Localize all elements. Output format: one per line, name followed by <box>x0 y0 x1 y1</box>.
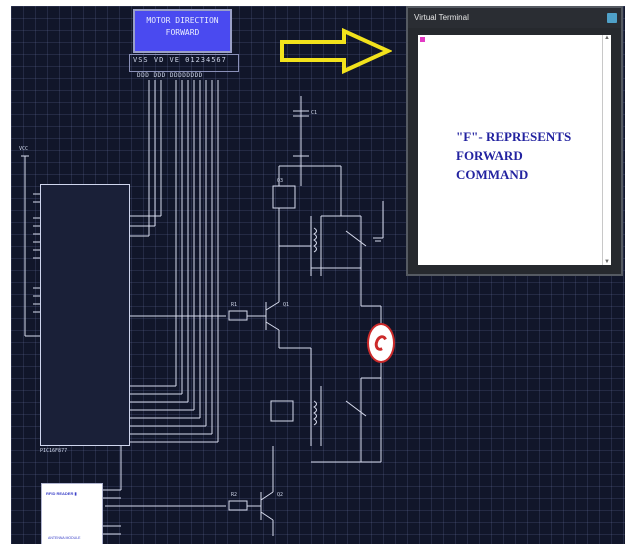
terminal-cursor <box>420 37 425 42</box>
transistor-1-label: Q1 <box>283 302 290 308</box>
microcontroller-chip[interactable] <box>40 184 130 446</box>
transistor-3-label: Q3 <box>277 178 284 184</box>
close-icon[interactable] <box>607 13 617 23</box>
terminal-titlebar[interactable]: Virtual Terminal <box>408 8 621 28</box>
rfid-module-footer: ANTENNA MODULE <box>48 536 81 540</box>
terminal-message-line-3: COMMAND <box>456 167 529 182</box>
motor-icon <box>372 333 390 353</box>
terminal-title: Virtual Terminal <box>414 13 469 22</box>
terminal-message: "F"- REPRESENTS FORWARD COMMAND <box>456 127 606 184</box>
dc-motor[interactable] <box>367 323 395 363</box>
terminal-screen[interactable]: ▲ ▼ "F"- REPRESENTS FORWARD COMMAND <box>418 35 611 265</box>
rfid-module-title: RFID READER ▮ <box>46 491 77 496</box>
rfid-module[interactable]: RFID READER ▮ ANTENNA MODULE <box>41 483 103 544</box>
arrow-right-icon <box>280 28 392 74</box>
resistor-1-label: R1 <box>231 302 238 308</box>
terminal-message-line-1: "F"- REPRESENTS <box>456 129 572 144</box>
lcd-pin-header <box>129 54 239 72</box>
lcd-line-1: MOTOR DIRECTION <box>146 16 219 25</box>
scroll-up-icon[interactable]: ▲ <box>604 35 610 41</box>
virtual-terminal-window[interactable]: Virtual Terminal ▲ ▼ "F"- REPRESENTS FOR… <box>406 6 623 276</box>
terminal-scrollbar[interactable]: ▲ ▼ <box>602 35 611 265</box>
capacitor-label: C1 <box>311 110 318 116</box>
terminal-message-line-2: FORWARD <box>456 148 523 163</box>
scroll-down-icon[interactable]: ▼ <box>604 259 610 265</box>
schematic-canvas[interactable]: MOTOR DIRECTION FORWARD VSS VD VE 012345… <box>11 6 625 544</box>
lcd-pin-row: DDD DDD DDDDDDDD <box>137 72 203 79</box>
schematic-wires <box>21 80 384 536</box>
vcc-label: VCC <box>19 146 29 152</box>
lcd-pin-labels: VSS VD VE 01234567 <box>133 56 227 64</box>
lcd-line-2: FORWARD <box>165 28 200 37</box>
resistor-2-label: R2 <box>231 492 238 498</box>
transistor-2-label: Q2 <box>277 492 284 498</box>
mcu-name-label: PIC16F877 <box>40 448 68 454</box>
lcd-display: MOTOR DIRECTION FORWARD <box>133 9 232 53</box>
